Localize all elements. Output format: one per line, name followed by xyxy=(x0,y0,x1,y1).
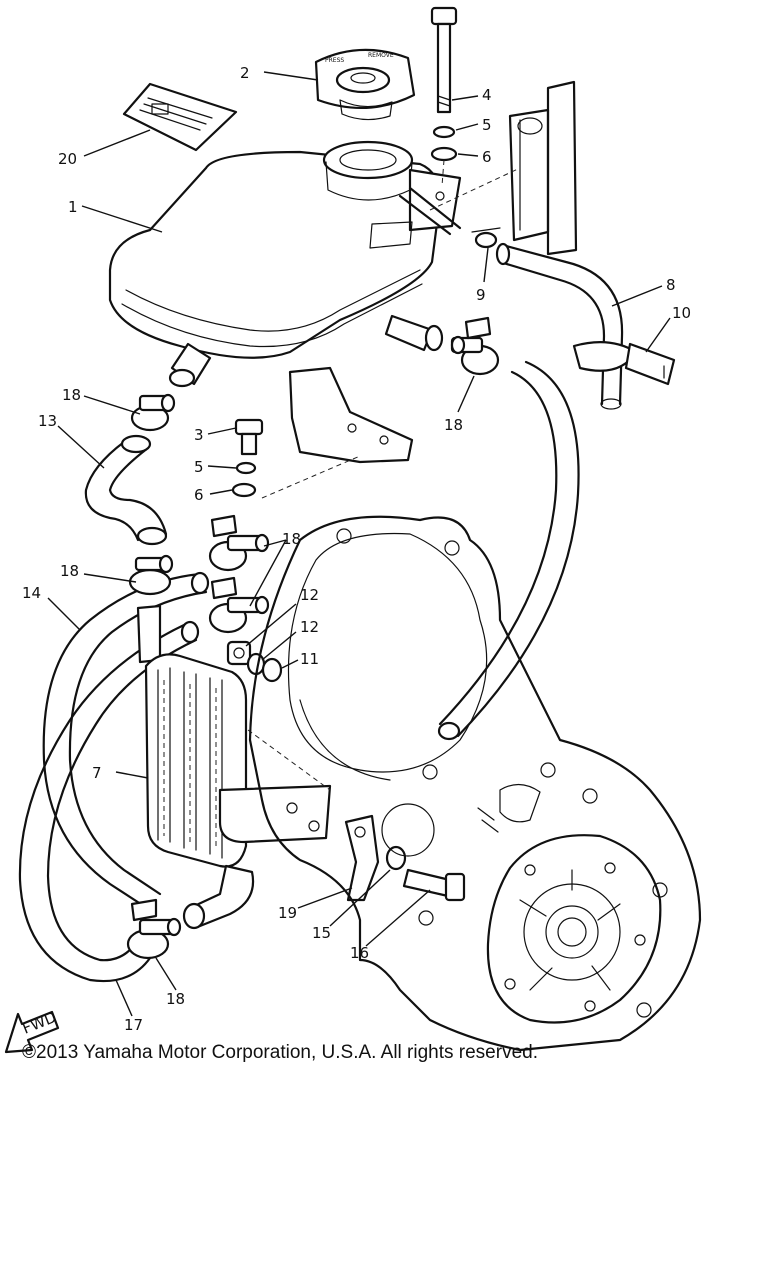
callout-5: 5 xyxy=(482,116,492,134)
copyright-notice: ©2013 Yamaha Motor Corporation, U.S.A. A… xyxy=(22,1042,538,1063)
callout-15: 17 xyxy=(124,1016,143,1034)
bolt-3[interactable] xyxy=(234,418,264,456)
hose-clamp-18-bottom[interactable] xyxy=(126,898,182,960)
callout-13: 12 xyxy=(300,618,319,636)
hose-clamp-18-mid-left[interactable] xyxy=(128,554,174,664)
nut-14[interactable] xyxy=(226,640,252,666)
callout-10: 7 xyxy=(92,764,102,782)
callout-6-center: 6 xyxy=(194,486,204,504)
clutch-cover xyxy=(486,834,662,1024)
callout-12-lower: 15 xyxy=(312,924,331,942)
callout-8: 9 xyxy=(476,286,486,304)
callout-7: 8 xyxy=(666,276,676,294)
callout-14: 12 xyxy=(300,586,319,604)
lock-washer-5-center[interactable] xyxy=(235,461,257,475)
callout-16: 13 xyxy=(38,412,57,430)
hose-clamp-18-tank-side[interactable] xyxy=(450,316,500,376)
mount-plate-19[interactable] xyxy=(344,814,380,902)
hose-clamp-18-lower-pair[interactable] xyxy=(208,576,270,634)
callout-9: 10 xyxy=(672,304,691,322)
engine-crankcase xyxy=(248,515,702,1052)
washer-6-top[interactable] xyxy=(430,146,458,162)
callout-2: 2 xyxy=(240,64,250,82)
bolt-4[interactable] xyxy=(430,6,458,114)
callout-18-pair: 18 xyxy=(282,530,301,548)
callout-5-center: 5 xyxy=(194,458,204,476)
breather-hose-7[interactable] xyxy=(495,242,624,410)
callout-numbers: 2 20 1 4 5 6 9 8 10 18 18 13 3 5 6 18 18… xyxy=(22,64,691,1034)
hose-clamp-18-upper-pair[interactable] xyxy=(208,514,270,572)
callout-17: 14 xyxy=(22,584,41,602)
callout-12-upper: 11 xyxy=(300,650,319,668)
svg-text:PRESS: PRESS xyxy=(325,57,344,64)
leader-lines xyxy=(47,71,671,1017)
callout-3: 3 xyxy=(194,426,204,444)
callout-19: 19 xyxy=(278,904,297,922)
svg-text:REMOVE: REMOVE xyxy=(368,52,394,59)
frame-tube xyxy=(508,80,578,256)
radiator-cap[interactable]: REMOVE PRESS xyxy=(314,48,416,121)
callout-18-top-left: 18 xyxy=(62,386,81,404)
washer-12-upper[interactable] xyxy=(261,657,283,683)
callout-6: 6 xyxy=(482,148,492,166)
callout-18-bottom: 18 xyxy=(166,990,185,1008)
callout-18-right: 18 xyxy=(444,416,463,434)
radiator-mount-bracket[interactable] xyxy=(218,784,332,844)
callout-20: 20 xyxy=(58,150,77,168)
coolant-hose-right[interactable] xyxy=(437,360,580,741)
hose-clip-8[interactable] xyxy=(471,227,501,249)
hose-clamp-9[interactable] xyxy=(572,341,676,386)
lock-washer-5-top[interactable] xyxy=(432,125,456,139)
washer-12-lower[interactable] xyxy=(385,845,407,871)
radiator-hose-16[interactable] xyxy=(84,434,168,546)
callout-18-mid-left: 18 xyxy=(60,562,79,580)
bolt-11[interactable] xyxy=(402,868,466,902)
hose-clamp-18-tank-lower[interactable] xyxy=(130,393,176,432)
callout-4: 4 xyxy=(482,86,492,104)
callout-1: 1 xyxy=(68,198,78,216)
warning-label-plate[interactable] xyxy=(122,82,238,152)
cooling-system-parts-diagram: REMOVE PRESS xyxy=(4,6,702,1054)
washer-6-center[interactable] xyxy=(231,482,257,498)
callout-11: 16 xyxy=(350,944,369,962)
coolant-hose-15[interactable] xyxy=(18,620,200,983)
coolant-reservoir-tank[interactable] xyxy=(108,140,462,464)
